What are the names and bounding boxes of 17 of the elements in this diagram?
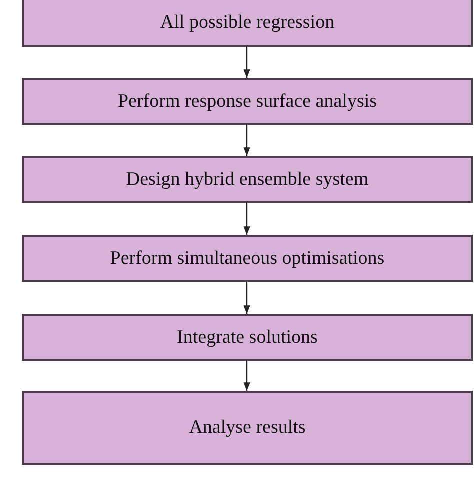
step-text: Design hybrid ensemble system <box>126 168 369 192</box>
arrow <box>244 361 250 391</box>
process-box <box>22 0 473 47</box>
arrow <box>244 203 250 235</box>
step-text: Integrate solutions <box>177 326 318 350</box>
arrow <box>244 125 250 156</box>
step-text: Analyse results <box>189 416 306 440</box>
step-text: All possible regression <box>160 10 335 34</box>
process-box <box>22 78 473 125</box>
process-box <box>22 314 473 361</box>
arrow <box>244 282 250 314</box>
process-box <box>22 156 473 203</box>
process-box <box>22 391 473 465</box>
arrow <box>244 47 250 78</box>
process-box <box>22 235 473 282</box>
step-text: Perform simultaneous optimisations <box>110 246 385 270</box>
step-text: Perform response surface analysis <box>118 90 378 114</box>
